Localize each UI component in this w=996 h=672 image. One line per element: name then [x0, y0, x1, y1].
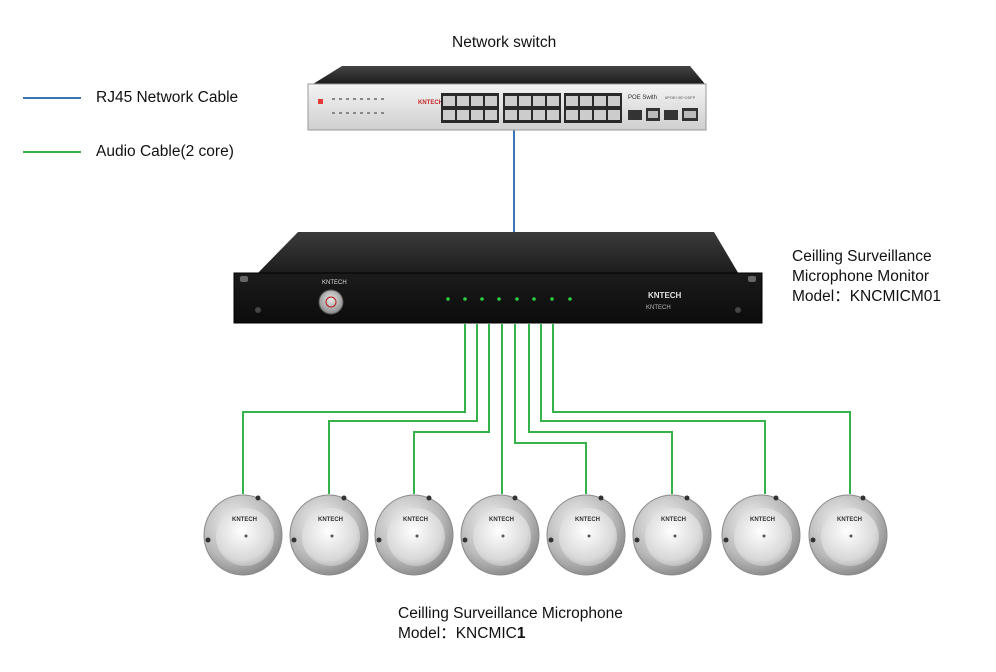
switch-ports [441, 93, 622, 123]
power-knob [318, 289, 344, 315]
microphone-2: KNTECH [289, 494, 369, 576]
legend-audio-line [23, 151, 81, 153]
monitor-power-label: KNTECH [322, 280, 347, 286]
diagram-title: Network switch [452, 34, 557, 51]
svg-text:KNTECH: KNTECH [661, 517, 686, 523]
switch-sub-text: 6POE+2E+2SFP [665, 95, 696, 100]
microphone-4: KNTECH [460, 494, 540, 576]
microphone-7: KNTECH [721, 494, 801, 576]
svg-text:KNTECH: KNTECH [403, 517, 428, 523]
microphone-model-prefix: Model：KNCMIC [398, 625, 517, 642]
microphone-3: KNTECH [374, 494, 454, 576]
microphone-monitor: KNTECH KNTECH KNTECH [233, 232, 763, 324]
network-switch: KNTECH POE Swith 6POE+2E+2SFP [307, 66, 707, 131]
microphone-label-line2: Model：KNCMIC1 [398, 624, 525, 643]
monitor-model-text: KNTECH [646, 305, 671, 311]
svg-text:KNTECH: KNTECH [489, 517, 514, 523]
switch-brand: KNTECH [418, 100, 443, 106]
switch-model-text: POE Swith [628, 95, 657, 101]
svg-text:KNTECH: KNTECH [318, 517, 343, 523]
monitor-leds [446, 297, 572, 301]
microphone-label-line1: Ceilling Surveillance Microphone [398, 605, 623, 622]
monitor-label-line1: Ceilling Surveillance [792, 248, 932, 265]
svg-text:KNTECH: KNTECH [575, 517, 600, 523]
legend-network-label: RJ45 Network Cable [96, 89, 239, 106]
monitor-brand: KNTECH [648, 291, 682, 300]
svg-text:KNTECH: KNTECH [750, 517, 775, 523]
microphone-model-suffix: 1 [516, 625, 526, 642]
monitor-label-line3: Model：KNCMICM01 [792, 288, 942, 305]
microphone-5: KNTECH [546, 494, 626, 576]
legend-audio-label: Audio Cable(2 core) [96, 143, 234, 160]
microphone-1: KNTECH [203, 494, 283, 576]
monitor-label-line2: Microphone Monitor [792, 268, 929, 285]
microphone-6: KNTECH [632, 494, 712, 576]
audio-cables [242, 324, 851, 494]
svg-text:KNTECH: KNTECH [837, 517, 862, 523]
svg-text:KNTECH: KNTECH [232, 517, 257, 523]
legend-network-line [23, 97, 81, 99]
microphone-8: KNTECH [808, 494, 888, 576]
